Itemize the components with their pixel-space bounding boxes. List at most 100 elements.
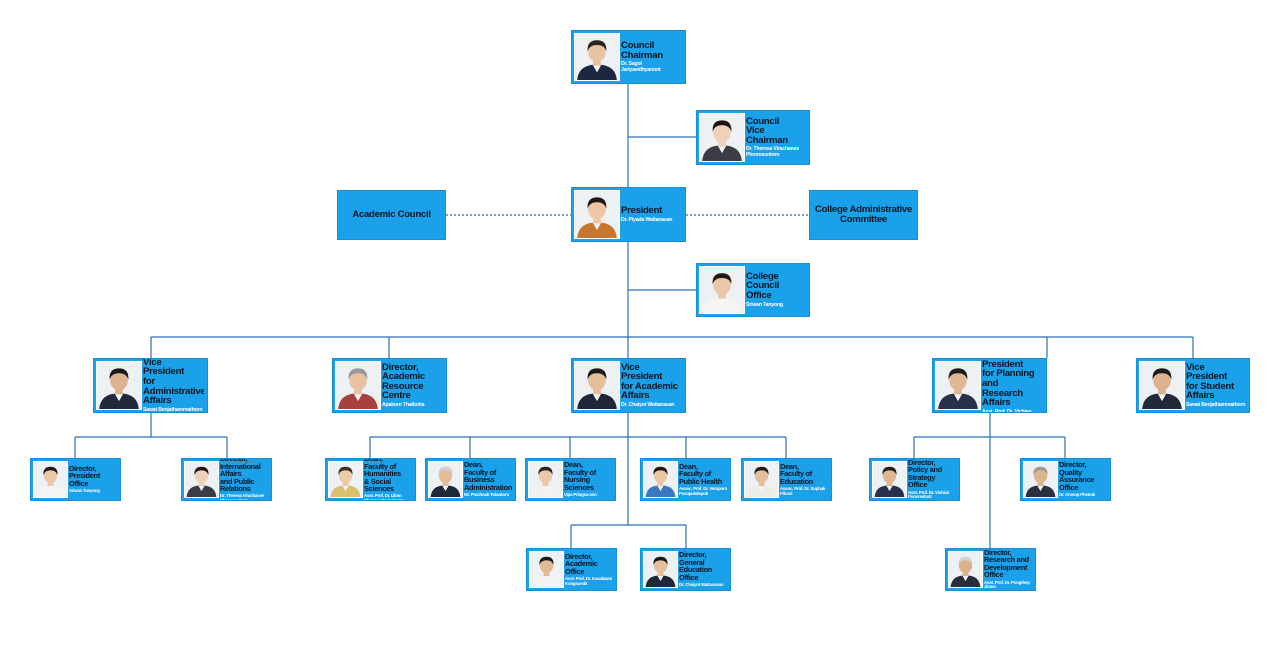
node-person-name: Asst. Prof. Dr. Vichian Puncreobutr	[982, 408, 1032, 412]
node-title: Vice President for Academic Affairs	[621, 361, 678, 402]
node-title: Academic Council	[352, 209, 431, 221]
person-photo	[33, 461, 68, 498]
person-photo	[948, 551, 983, 588]
node-person-name: Asst. Prof. Dr. Kasalawat Kongsuedit	[565, 575, 612, 586]
person-photo	[528, 461, 563, 498]
person-photo	[935, 361, 981, 410]
node-title: Director, Policy and Strategy Office	[908, 459, 942, 490]
node-dean-business: Dean, Faculty of Business Administration…	[425, 458, 516, 501]
person-photo	[744, 461, 779, 498]
person-photo-icon	[936, 362, 980, 409]
person-photo-icon	[529, 462, 562, 497]
person-photo	[184, 461, 219, 498]
node-person-name: Asst. Prof. Dr. Vichian Puncreobutr	[908, 489, 950, 500]
person-photo	[699, 266, 745, 314]
node-title: Director, Academic Resource Centre	[382, 361, 425, 402]
person-photo-icon	[575, 191, 619, 238]
person-photo	[529, 551, 564, 588]
node-title: College Council Office	[746, 270, 780, 302]
person-photo-icon	[644, 552, 677, 587]
node-title: Vice President for Administrative Affair…	[143, 359, 204, 407]
person-photo	[335, 361, 381, 410]
person-photo-icon	[185, 462, 218, 497]
person-photo-icon	[329, 462, 362, 497]
node-person-name: Sriwan Tanyong	[69, 488, 100, 494]
person-photo	[699, 113, 745, 162]
person-photo-icon	[575, 362, 619, 409]
node-title: Council Vice Chairman	[746, 115, 788, 146]
person-photo-icon	[949, 552, 982, 587]
person-photo-icon	[530, 552, 563, 587]
person-photo	[872, 461, 907, 498]
person-photo	[96, 361, 142, 410]
node-person-name: Dr. Theresa Virachanee Phromsuntorn	[746, 146, 799, 158]
person-photo	[574, 361, 620, 410]
node-title: Director, Research and Development Offic…	[984, 549, 1029, 580]
node-title: Dean, Faculty of Nursing Sciences	[564, 460, 596, 492]
person-photo-icon	[644, 462, 677, 497]
node-title: Council Chairman	[621, 39, 663, 61]
node-title: Vice President for Student Affairs	[1186, 361, 1234, 402]
node-person-name: Sawat Benjathammathorn	[1186, 401, 1246, 408]
node-college-administrative-committee: College Administrative Committee	[809, 190, 918, 240]
node-title: College Administrative Committee	[814, 204, 912, 225]
person-photo	[643, 551, 678, 588]
person-photo-icon	[97, 362, 141, 409]
node-person-name: Dr. Chaiyot Wattanasan	[679, 582, 724, 587]
node-person-name: Vipa Pringsa-ann	[564, 492, 597, 497]
person-photo-icon	[1140, 362, 1184, 409]
node-title: Vice President for Planning and Research…	[982, 359, 1035, 409]
person-photo	[1023, 461, 1058, 498]
person-photo	[328, 461, 363, 498]
node-director-international: Director, International Affairs and Publ…	[181, 458, 272, 501]
node-person-name: Dr. Theresa Virachanee Phromsuntorn	[220, 493, 265, 500]
person-photo-icon	[34, 462, 67, 497]
node-title: Director, Academic Office	[565, 551, 598, 576]
person-photo-icon	[336, 362, 380, 409]
person-photo	[1139, 361, 1185, 410]
person-photo-icon	[575, 34, 619, 80]
node-director-research-development: Director, Research and Development Offic…	[945, 548, 1036, 591]
node-person-name: Dr. Piyada Wattanasan	[621, 216, 673, 223]
node-vp-planning-research: Vice President for Planning and Research…	[932, 358, 1047, 413]
person-photo-icon	[745, 462, 778, 497]
node-person-name: Dr. Chaiyot Wattanasan	[621, 401, 675, 408]
node-dean-humanities: Dean, Faculty of Humanities & Social Sci…	[325, 458, 416, 501]
person-photo	[428, 461, 463, 498]
person-photo-icon	[700, 114, 744, 161]
node-academic-council: Academic Council	[337, 190, 446, 240]
node-vp-administrative: Vice President for Administrative Affair…	[93, 358, 208, 413]
person-photo	[643, 461, 678, 498]
person-photo-icon	[1024, 462, 1057, 497]
person-photo-icon	[700, 267, 744, 313]
node-title: Dean, Faculty of Public Health	[679, 461, 722, 486]
node-person-name: Sriwan Tanyong	[746, 301, 783, 308]
node-person-name: Sawat Benjathammathorn	[143, 406, 203, 412]
node-title: Dean, Faculty of Education	[780, 461, 814, 486]
node-title: Dean, Faculty of Business Administration	[464, 460, 512, 492]
node-person-name: Dr. Anmop Phetrak	[1059, 492, 1095, 497]
node-title: Director, General Education Office	[679, 550, 713, 582]
node-person-name: Mr. Prachoab Tolsakorn	[464, 492, 510, 497]
node-person-name: Assoc. Prof. Dr. Veraporn Pusapukdepob	[679, 485, 727, 496]
person-photo	[574, 190, 620, 239]
node-title: President	[621, 204, 663, 216]
node-title: Director, President Office	[69, 464, 100, 488]
node-title: Director, Quality Assurance Office	[1059, 460, 1095, 492]
node-person-name: Assoc. Prof. Dr. Suphak Pibool	[780, 485, 826, 496]
node-person-name: Asst. Prof. Dr. Ubon Dhanesschaiyakupta	[364, 493, 404, 500]
